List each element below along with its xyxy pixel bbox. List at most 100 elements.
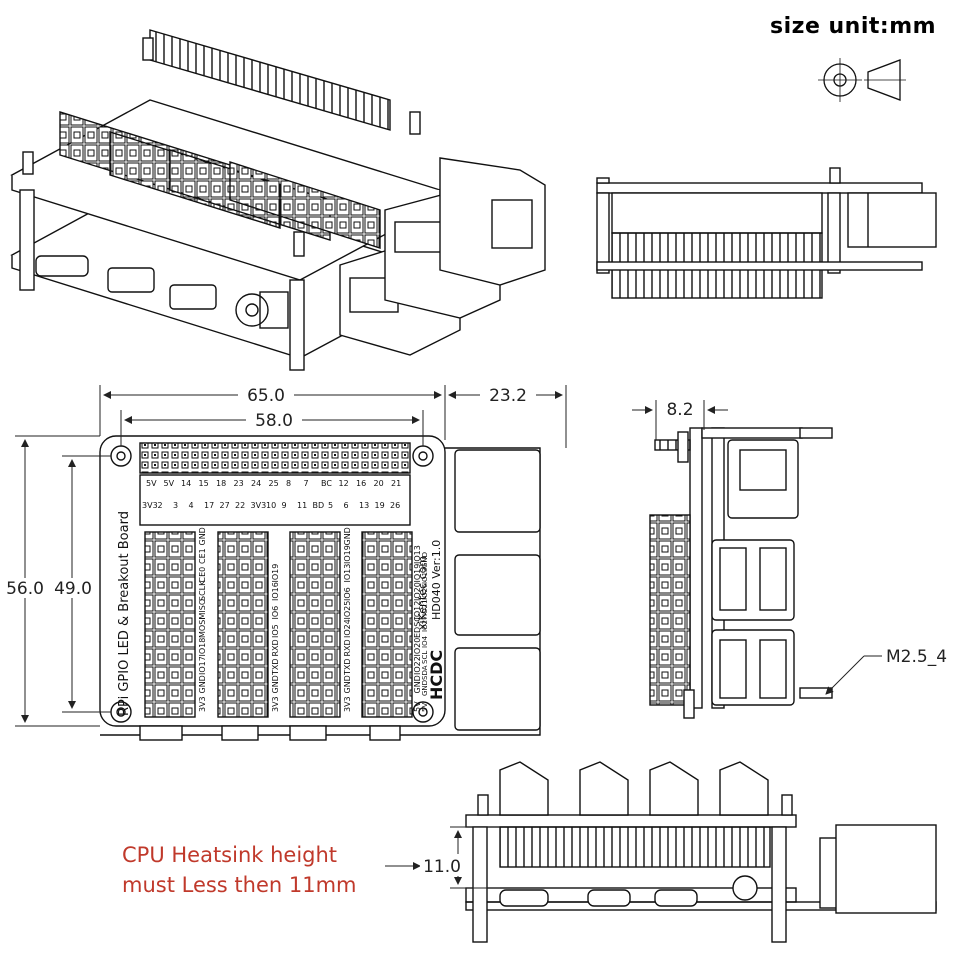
terminal-label: GND [343,527,352,545]
terminal-label: RXD [343,639,352,656]
terminal-label: IO16 [271,582,280,601]
header-row2-label: BD [313,501,325,510]
hcdc-logo: HCDC [427,650,446,700]
header-row2-label: 3V3 [142,501,158,510]
terminal-label: 3V3 [343,696,352,712]
dim-bg-56 [2,578,48,598]
terminal-label: CE0 [198,567,207,583]
terminal-label: IO12 [413,601,422,620]
terminal-label: 3V3 [198,696,207,712]
terminal-label: MOSI [198,617,207,638]
dim-bg-49 [50,578,96,598]
terminal-label: SCL [421,651,429,664]
dim-hole-width: 58.0 [255,411,293,431]
top-view [99,435,541,741]
version-label: HD040 Ver:1.0 [430,540,443,620]
header-row1-label: 25 [269,479,279,488]
header-row2-label: 3 [173,501,178,510]
header-row1-label: 15 [199,479,209,488]
terminal-label: IO21 [421,600,429,616]
header-row2-label: 5 [328,501,333,510]
terminal-label: GND [198,675,207,693]
header-row1-label: 18 [216,479,226,488]
terminal-label: IO6 [271,606,280,620]
heatsink-note-line1: CPU Heatsink height [122,843,337,867]
terminal-label: EDSC [413,616,422,638]
dim-bg-23 [480,384,536,404]
projection-symbol-icon [818,58,906,102]
terminal-label: IO26 [421,583,429,600]
terminal-label: 3V3 [271,696,280,712]
header-row1-label: 12 [339,479,349,488]
header-row2-label: 17 [204,501,214,510]
terminal-label: GND [421,552,429,568]
terminal-label: IO20 [413,638,422,657]
bottom-view [465,761,937,943]
isometric-view [10,29,546,371]
header-row2-label: 10 [266,501,276,510]
terminal-label: TXD [343,658,352,676]
header-row1-label: 5V [164,479,175,488]
terminal-label: IO22 [413,656,422,675]
header-row1-label: 20 [374,479,384,488]
terminal-label: GND [413,675,422,693]
terminal-column-labels: 3V3GNDIO17IO18MOSIMISOSCLKCE0CE1GND3V3GN… [198,527,429,712]
terminal-label: IO19 [271,564,280,583]
terminal-label: 5V [413,701,422,712]
dim-bg-58 [246,409,302,429]
header-row1-label: 24 [251,479,261,488]
terminal-label: GND [198,527,207,545]
header-row1-label: 8 [286,479,291,488]
header-row2-label: 9 [282,501,287,510]
header-row1-label: 7 [304,479,309,488]
header-row1-labels: 5V 5V 14 15 18 23 24 25 8 7 BC 12 16 20 21 [146,479,401,488]
terminal-label: GND [271,675,280,693]
header-row1-label: 14 [181,479,191,488]
terminal-label: GND [343,675,352,693]
header-row1-label: 21 [391,479,401,488]
header-row2-label: 22 [235,501,245,510]
header-row2-label: 13 [359,501,369,510]
terminal-label: IO19 [343,545,352,564]
header-row1-label: 5V [146,479,157,488]
terminal-label: IO13 [413,545,422,564]
dim-hole-height: 49.0 [54,579,92,599]
terminal-label: SDA [421,665,429,680]
header-row1-label: 16 [356,479,366,488]
header-row1-label: BC [321,479,332,488]
header-row2-label: 6 [344,501,349,510]
header-row2-label: 3V3 [251,501,267,510]
header-row2-label: 27 [220,501,230,510]
terminal-label: IO19 [413,564,422,583]
terminal-label: IO6 [343,587,352,601]
side-view-top [596,167,937,299]
terminal-label: IO13 [421,568,429,584]
terminal-label: IO4 [421,635,429,648]
header-row2-label: 26 [390,501,400,510]
terminal-label: IO24 [343,619,352,638]
terminal-label: IO18 [198,638,207,657]
header-row1-label: 23 [234,479,244,488]
size-unit-title: size unit:mm [770,14,937,39]
header-row2-label: 4 [189,501,194,510]
board-name-label: RPi GPIO LED & Breakout Board [117,511,132,716]
terminal-label: IO17 [198,656,207,675]
dim-outer-width: 65.0 [247,386,285,406]
header-row2-label: 19 [375,501,385,510]
heatsink-note-line2: must Less then 11mm [122,873,357,897]
terminal-label: CE1 [198,548,207,564]
terminal-label: SCLK [198,580,207,601]
top-view-labels: RPi GPIO LED & Breakout Board xiKentec.c… [117,511,446,716]
terminal-label: IO13 [343,564,352,583]
terminal-label: GND [421,680,429,696]
side-view-dimensions [632,400,882,695]
terminal-label: MISO [198,599,207,620]
dim-depth: 8.2 [666,400,693,420]
site-label: xiKentec.com [416,556,429,630]
dim-heatsink: 11.0 [423,857,461,877]
terminal-label: IO27 [421,616,429,632]
dim-bg-65 [238,384,294,404]
header-row2-label: 11 [297,501,307,510]
